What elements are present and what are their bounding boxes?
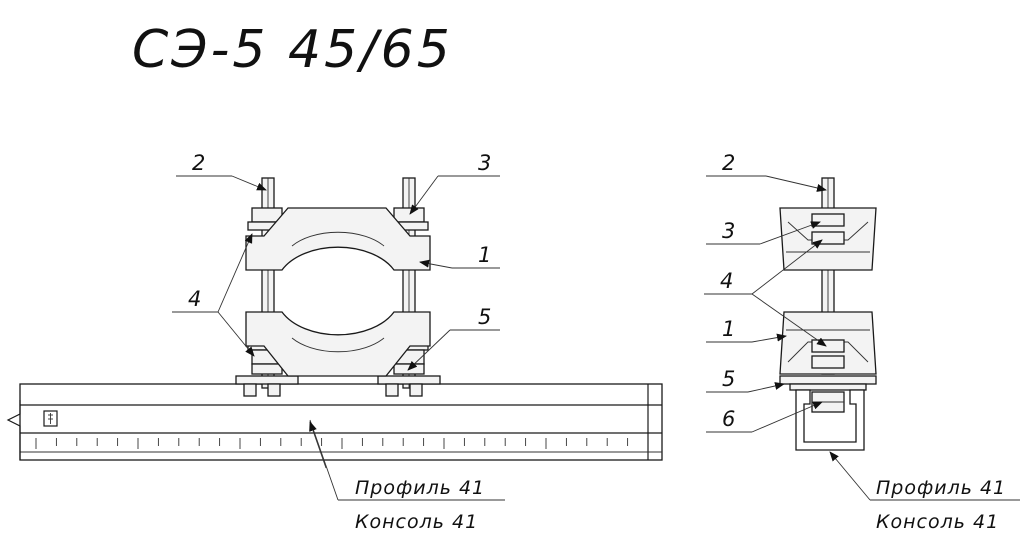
callouts-front: 2 3 1 4 5 Профиль 41 Консоль 41: [172, 151, 505, 533]
callout-side-5: 5: [722, 367, 735, 391]
callout-side-4: 4: [720, 269, 733, 293]
clamp-lower-half: [245, 311, 431, 377]
callout-side-1: 1: [722, 317, 735, 341]
callout-side-3: 3: [722, 219, 735, 243]
drawing-title: СЭ-5 45/65: [132, 20, 453, 80]
clamp-upper-half: [245, 207, 431, 271]
callout-side-6: 6: [722, 407, 735, 431]
callout-front-4: 4: [188, 287, 201, 311]
caption-front-console: Консоль 41: [355, 511, 478, 533]
callout-side-2: 2: [722, 151, 735, 175]
caption-side-profile: Профиль 41: [876, 477, 1006, 499]
clamp-lower-side: [779, 311, 877, 375]
callout-front-1: 1: [478, 243, 491, 267]
callout-front-3: 3: [478, 151, 491, 175]
clamp-upper-side: [779, 207, 877, 271]
side-view: 2 3 4 1 5 6 Профиль 41 Консоль 41: [704, 151, 1020, 533]
callouts-side: 2 3 4 1 5 6 Профиль 41 Консоль 41: [704, 151, 1020, 533]
profile-scale-ticks: [35, 438, 629, 449]
console-profile-side: [795, 389, 865, 451]
callout-front-5: 5: [478, 305, 491, 329]
console-profile-front: [6, 383, 663, 461]
caption-front-profile: Профиль 41: [355, 477, 485, 499]
front-view: 2 3 1 4 5 Профиль 41 Консоль 41: [6, 151, 663, 533]
callout-front-2: 2: [192, 151, 205, 175]
caption-side-console: Консоль 41: [876, 511, 999, 533]
